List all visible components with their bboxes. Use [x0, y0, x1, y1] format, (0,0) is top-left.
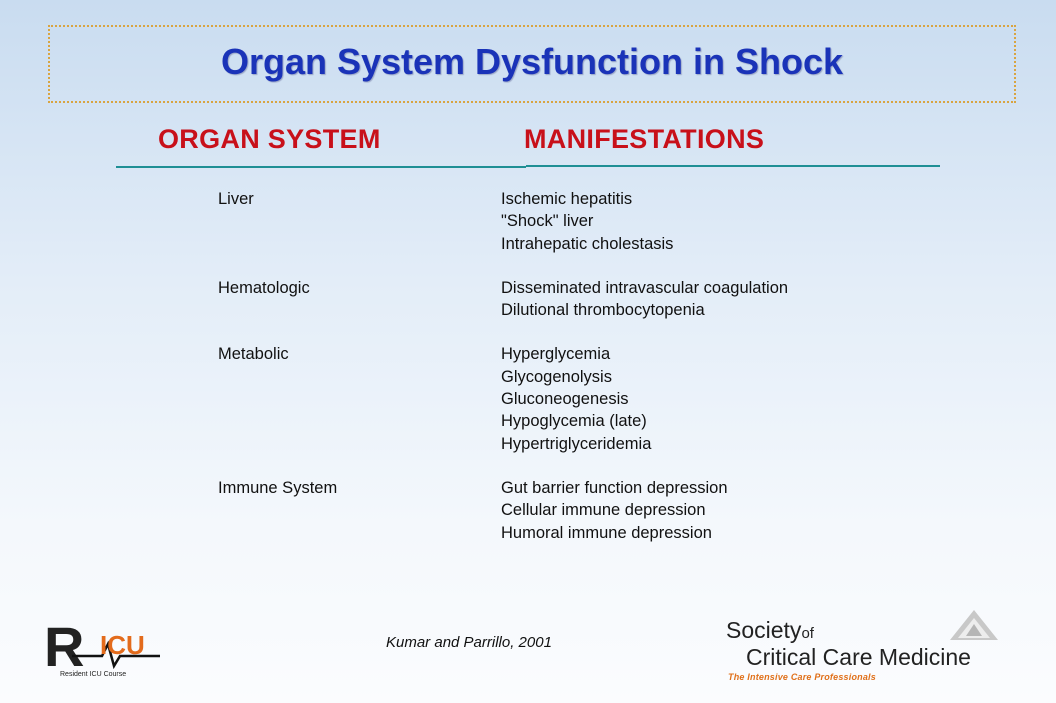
- organ-name: Metabolic: [218, 345, 289, 364]
- manifestation-item: Ischemic hepatitis: [501, 190, 633, 208]
- ricu-logo-mark: ICU: [100, 630, 145, 660]
- table-row: Immune System Gut barrier function depres…: [218, 477, 788, 544]
- heartbeat-line-icon: [72, 640, 160, 670]
- ricu-logo-caption: Resident ICU Course: [60, 671, 126, 678]
- sccm-triangle-icon: [950, 610, 998, 640]
- organ-name: Immune System: [218, 478, 338, 497]
- header-organ-system: ORGAN SYSTEM: [158, 124, 381, 154]
- header-manifestations: MANIFESTATIONS: [524, 124, 765, 154]
- sccm-name: Critical Care Medicine: [746, 644, 971, 670]
- manifestation-item: Disseminated intravascular coagulation: [501, 278, 789, 297]
- manifestation-item: Humoral immune depression: [501, 523, 712, 542]
- ricu-logo-letter: R: [44, 615, 84, 678]
- manifestation-item: Cellular immune depression: [501, 501, 706, 520]
- sccm-tagline: The Intensive Care Professionals: [728, 672, 876, 682]
- manifestation-item: Gluconeogenesis: [501, 390, 629, 409]
- slide-title: Organ System Dysfunction in Shock: [220, 41, 844, 82]
- manifestation-item: Hypoglycemia (late): [501, 412, 647, 431]
- sccm-society: Society: [726, 617, 802, 643]
- ricu-logo: R ICU Resident ICU Course: [44, 615, 160, 678]
- manifestation-item: Gut barrier function depression: [501, 478, 728, 497]
- header-rule-left: [116, 166, 526, 168]
- manifestation-item: "Shock" liver: [501, 212, 594, 231]
- sccm-logo: Societyof Critical Care Medicine The Int…: [726, 608, 1016, 688]
- manifestation-item: Glycogenolysis: [501, 367, 612, 386]
- manifestation-item: Hypertriglyceridemia: [501, 434, 652, 453]
- organ-name: Hematologic: [218, 278, 310, 297]
- organ-name: Liver: [218, 190, 254, 208]
- citation: Kumar and Parrillo, 2001: [386, 634, 552, 651]
- manifestation-item: Dilutional thrombocytopenia: [501, 301, 705, 320]
- sccm-of: of: [801, 625, 814, 642]
- manifestation-item: Intrahepatic cholestasis: [501, 234, 674, 253]
- header-rule-right: [526, 165, 940, 167]
- manifestation-item: Hyperglycemia: [501, 345, 611, 364]
- title-frame: Organ System Dysfunction in Shock: [48, 25, 1016, 103]
- table-row: Hematologic Disseminated intravascular co…: [218, 277, 788, 322]
